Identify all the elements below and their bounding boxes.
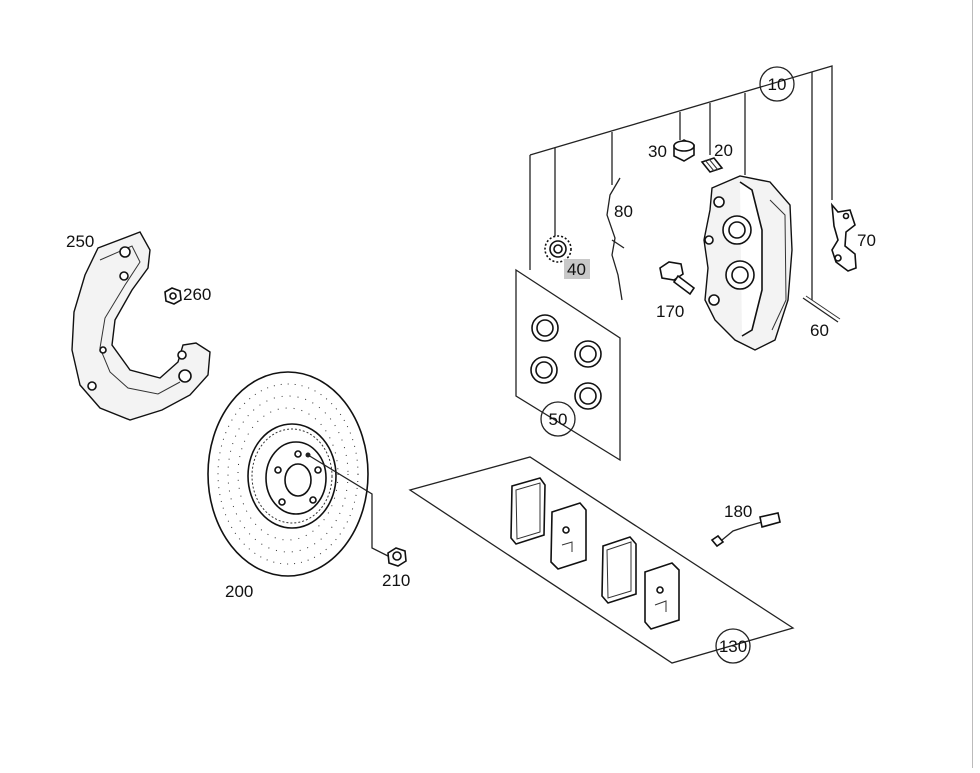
callout-250-label: 250 [66,232,94,251]
callout-50-label: 50 [549,410,568,429]
callout-10-label: 10 [768,75,787,94]
part-40-seal[interactable]: 40 [544,235,590,279]
callout-70-label: 70 [857,231,876,250]
frame-edge [972,0,973,768]
callout-40-label: 40 [567,260,586,279]
group-10-bracket [529,65,833,300]
callout-60-label: 60 [810,321,829,340]
part-30-cap[interactable]: 30 [648,139,695,162]
part-60-pin[interactable]: 60 [802,295,841,340]
part-200-disc[interactable]: 200 [207,371,369,601]
callout-10[interactable]: 10 [759,66,795,102]
part-80-spring[interactable]: 80 [606,177,633,301]
group-50-seal-kit [515,268,621,462]
callout-200-label: 200 [225,582,253,601]
part-50-seals[interactable] [530,314,602,410]
part-210-screw[interactable]: 210 [307,454,410,590]
callout-20-label: 20 [714,141,733,160]
callout-170-label: 170 [656,302,684,321]
part-70-clip[interactable]: 70 [830,202,876,272]
callout-80-label: 80 [614,202,633,221]
callout-180-label: 180 [724,502,752,521]
callout-130[interactable]: 130 [715,628,751,664]
part-250-shield[interactable]: 250 [66,231,211,421]
part-170-bolt[interactable]: 170 [656,261,696,321]
callout-130-label: 130 [719,637,747,656]
part-180-sensor[interactable]: 180 [710,502,781,548]
callout-210-label: 210 [382,571,410,590]
part-260-screw[interactable]: 260 [164,285,211,305]
callout-50[interactable]: 50 [540,401,576,437]
caliper-housing[interactable] [703,175,793,351]
group-130-pad-kit [408,456,795,664]
callout-260-label: 260 [183,285,211,304]
callout-30-label: 30 [648,142,667,161]
part-130-pads[interactable] [510,477,680,630]
part-20-bleeder[interactable]: 20 [700,141,733,173]
